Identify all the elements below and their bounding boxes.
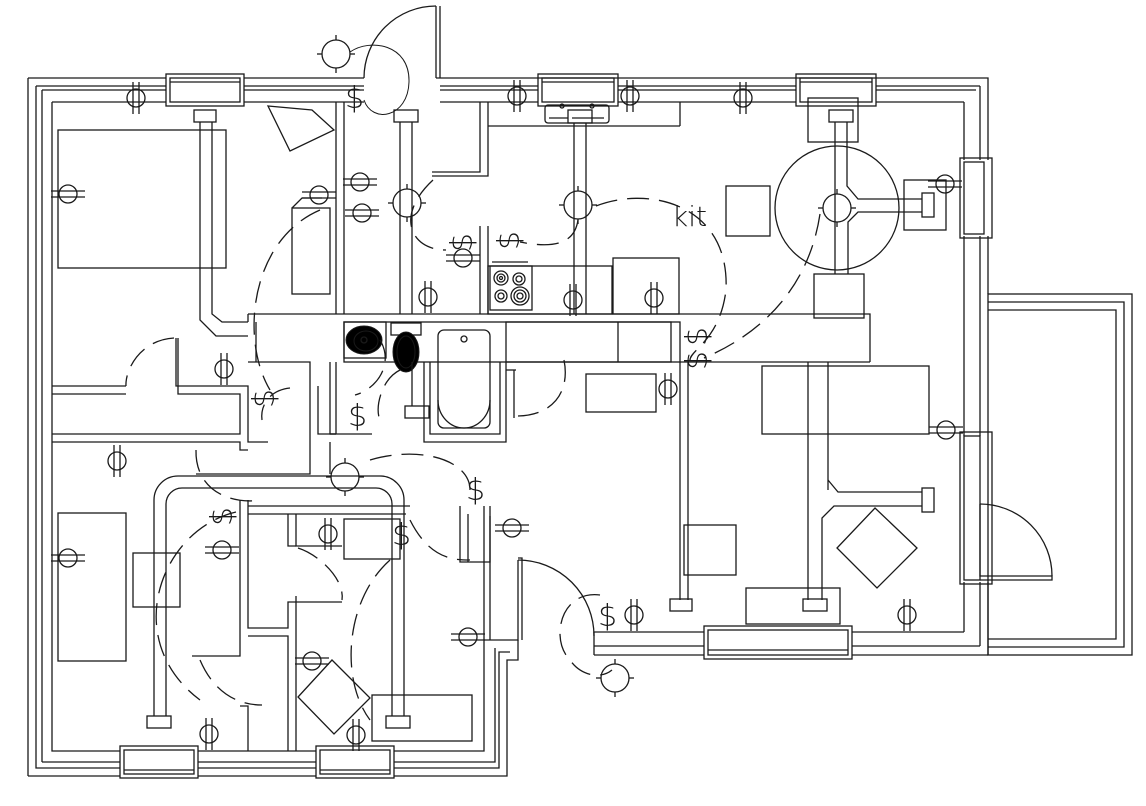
switch-symbol: $: [392, 518, 411, 553]
switch-symbol: $: [680, 327, 715, 346]
switch-symbol: $: [466, 473, 485, 508]
room-label-kitchen: kit: [672, 200, 707, 233]
doors: [363, 5, 1053, 640]
switch-legs: [125, 44, 821, 721]
exterior-walls: [27, 6, 1133, 777]
switches: $ $ $ $ $ $ $ $ $ $ $: [205, 81, 715, 634]
switch-symbol: $: [445, 233, 480, 252]
switch-symbol: $: [205, 507, 240, 526]
switch-symbol: $: [680, 351, 715, 370]
windows: [119, 73, 993, 779]
range-burners: [493, 270, 530, 306]
switch-symbol: $: [492, 231, 527, 250]
fixtures: [57, 97, 947, 742]
switch-symbol: $: [348, 399, 367, 434]
interior-walls: [52, 102, 871, 751]
switch-symbol: $: [247, 389, 282, 408]
switch-symbol: $: [345, 81, 364, 116]
switch-symbol: $: [598, 599, 617, 634]
